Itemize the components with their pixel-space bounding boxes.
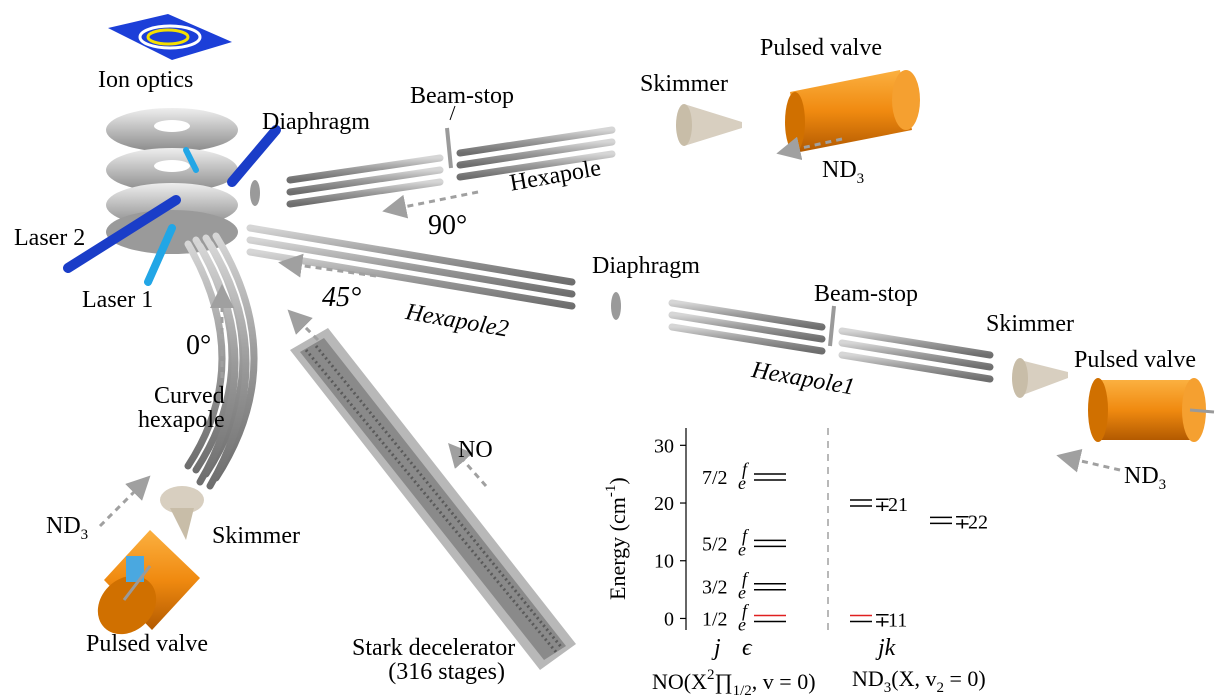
beamstop-top-pointer	[449, 105, 456, 121]
label-laser1: Laser 1	[82, 287, 154, 313]
no-level-parity-e: e	[738, 539, 746, 559]
no-level-j: 7/2	[702, 467, 728, 489]
nd3-level-label: 21	[888, 494, 908, 516]
hexapole2	[246, 224, 576, 310]
no-level-j: 5/2	[702, 533, 728, 555]
label-ion-optics: Ion optics	[98, 67, 194, 93]
stark-decelerator	[290, 328, 576, 670]
no-level-parity-f: f	[742, 459, 750, 479]
flow-arrows	[98, 136, 1121, 528]
label-angle-0: 0°	[186, 330, 212, 361]
label-nd3-left: ND3	[46, 513, 89, 543]
label-diaphragm-mid: Diaphragm	[592, 253, 700, 279]
ion-optics-detector	[108, 14, 232, 60]
label-no-beam: NO	[458, 437, 493, 463]
label-angle-45: 45°	[322, 282, 362, 313]
no-level-parity-e: e	[738, 473, 746, 493]
ytick-label: 10	[654, 551, 674, 573]
label-angle-90: 90°	[428, 210, 468, 241]
skimmer-right	[1012, 358, 1068, 398]
skimmer-top	[676, 104, 742, 146]
axis-jk: jk	[878, 635, 896, 661]
curved-hexapole	[184, 232, 258, 490]
no-level-parity-e: e	[738, 583, 746, 603]
label-skimmer-left: Skimmer	[212, 523, 300, 549]
pulsed-valve-right	[1088, 378, 1215, 442]
label-stark-decelerator: Stark decelerator(316 stages)	[352, 635, 516, 685]
nd3-level-sign: ∓	[874, 609, 891, 631]
laser-beams	[63, 125, 281, 286]
label-skimmer-right: Skimmer	[986, 311, 1074, 337]
pulsed-valve-left	[97, 530, 200, 635]
nd3-level-label: 22	[968, 511, 988, 533]
no-level-parity-e: e	[738, 614, 746, 634]
axis-j: j	[714, 635, 721, 661]
nd3-level-sign: ∓	[954, 511, 971, 533]
beamstop-top	[445, 127, 453, 169]
skimmer-left	[160, 486, 204, 540]
caption-nd3: ND3(X, v2 = 0)	[852, 666, 986, 696]
label-diaphragm-top: Diaphragm	[262, 109, 370, 135]
ytick-label: 0	[664, 608, 674, 630]
diaphragm-top	[250, 180, 260, 206]
no-level-j: 3/2	[702, 577, 728, 599]
label-pulsed-valve-top: Pulsed valve	[760, 35, 882, 61]
axis-epsilon: ϵ	[742, 635, 752, 661]
hexapole-top	[286, 126, 616, 208]
pulsed-valve-top	[785, 70, 920, 152]
energy-ylabel: Energy (cm-1)	[603, 477, 630, 600]
no-level-j: 1/2	[702, 608, 728, 630]
nd3-level-label: 11	[888, 609, 907, 631]
ytick-label: 20	[654, 493, 674, 515]
beamstop-mid	[828, 305, 836, 347]
diaphragm-mid	[611, 292, 621, 320]
label-beamstop-top: Beam-stop	[410, 83, 514, 109]
label-nd3-right: ND3	[1124, 463, 1167, 493]
hexapole1	[668, 299, 994, 383]
ytick-label: 30	[654, 435, 674, 457]
label-pulsed-valve-right: Pulsed valve	[1074, 347, 1196, 373]
label-beamstop-mid: Beam-stop	[814, 281, 918, 307]
label-laser2: Laser 2	[14, 225, 86, 251]
caption-no: NO(X2∏1/2, v = 0)	[652, 667, 816, 699]
no-level-parity-f: f	[742, 525, 750, 545]
no-level-parity-f: f	[742, 569, 750, 589]
label-pulsed-valve-left: Pulsed valve	[86, 631, 208, 657]
label-nd3-top: ND3	[822, 157, 865, 187]
nd3-level-sign: ∓	[874, 494, 891, 516]
no-level-parity-f: f	[742, 600, 750, 620]
label-skimmer-top: Skimmer	[640, 71, 728, 97]
